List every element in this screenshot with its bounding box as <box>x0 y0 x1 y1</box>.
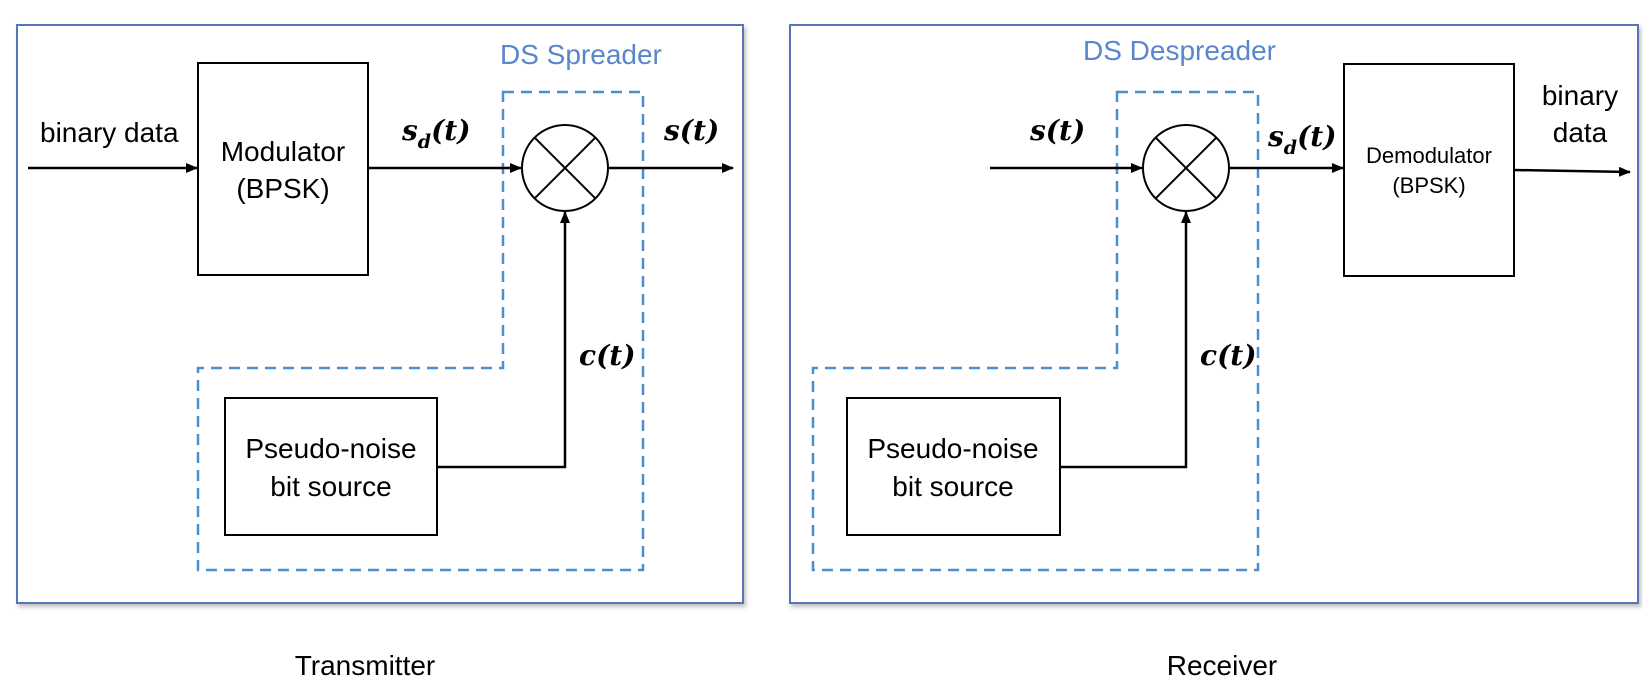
modulator-block <box>197 62 369 276</box>
transmitter-caption: Transmitter <box>295 650 436 681</box>
ds-spreader-group <box>196 90 645 572</box>
rx-output-line <box>1513 166 1631 177</box>
rx-code-line <box>1060 211 1191 469</box>
receiver-panel: DS Despreader s(t) sd(t) Demodulator (BP… <box>789 24 1639 681</box>
rx-output-label: binary <box>1542 80 1618 111</box>
tx-output-label: s(t) <box>663 114 719 147</box>
tx-code-label: c(t) <box>579 339 636 372</box>
rx-sd-label: sd(t) <box>1267 120 1337 159</box>
modulator-label: Modulator <box>221 136 346 167</box>
tx-input-label: binary data <box>40 117 179 148</box>
demodulator-block <box>1343 63 1515 277</box>
rx-pn-source-label: Pseudo-noise <box>867 433 1038 464</box>
demodulator-label: Demodulator <box>1366 143 1492 168</box>
modulator-sublabel: (BPSK) <box>236 173 329 204</box>
tx-code-line <box>437 211 570 469</box>
rx-input-label: s(t) <box>1029 114 1085 147</box>
ds-despreader-group <box>811 90 1260 572</box>
ds-spreader-label: DS Spreader <box>500 39 662 70</box>
ds-despreader-label: DS Despreader <box>1083 35 1276 66</box>
rx-code-label: c(t) <box>1200 339 1257 372</box>
transmitter-panel: DS Spreader binary data Modulator (BPSK)… <box>16 24 744 681</box>
rx-mixer <box>1142 124 1230 212</box>
rx-pn-source-sublabel: bit source <box>892 471 1013 502</box>
tx-mixer <box>521 124 609 212</box>
tx-pn-source-sublabel: bit source <box>270 471 391 502</box>
rx-output-sublabel: data <box>1553 117 1608 148</box>
demodulator-sublabel: (BPSK) <box>1392 173 1465 198</box>
rx-pn-source-block <box>846 397 1061 536</box>
tx-pn-source-label: Pseudo-noise <box>245 433 416 464</box>
receiver-caption: Receiver <box>1167 650 1277 681</box>
tx-pn-source-block <box>224 397 438 536</box>
tx-sd-label: sd(t) <box>401 114 471 153</box>
